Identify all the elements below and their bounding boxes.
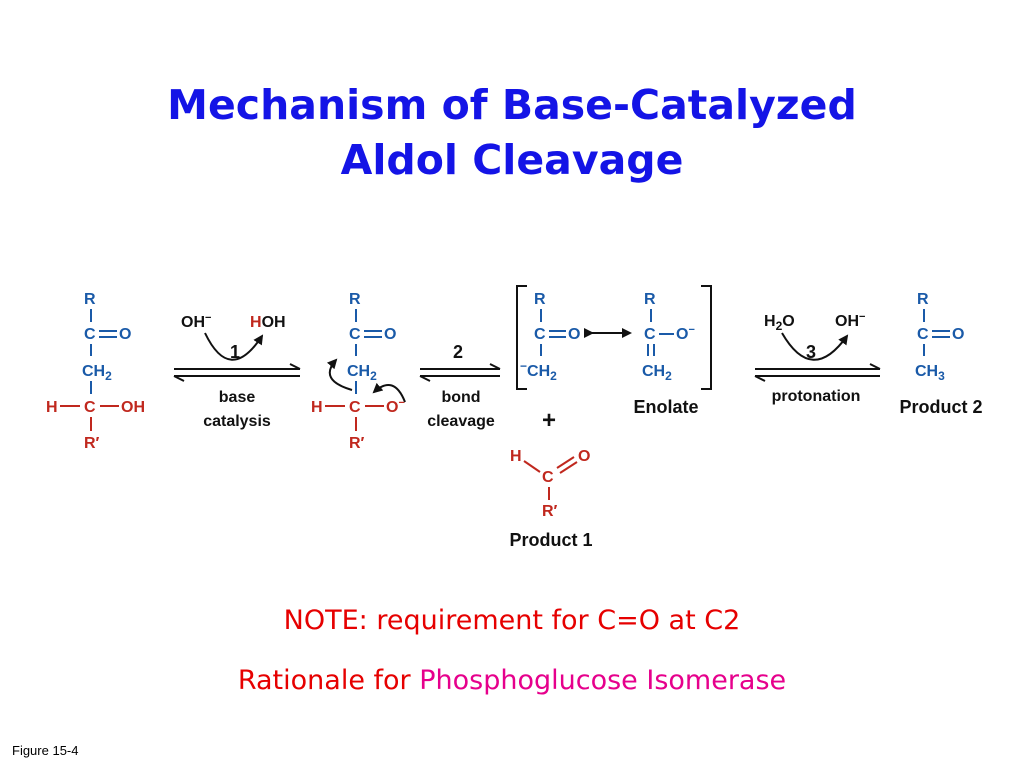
- group-ch2: CH2: [642, 363, 672, 383]
- note-line: NOTE: requirement for C=O at C2: [283, 605, 741, 636]
- atom-r: R: [644, 291, 656, 308]
- step-2-label-line-2: cleavage: [427, 413, 495, 430]
- atom-r-prime: R′: [542, 503, 558, 520]
- enzyme-name: Phosphoglucose Isomerase: [419, 665, 787, 696]
- atom-r: R: [349, 291, 361, 308]
- title-line-2: Aldol Cleavage: [340, 136, 684, 184]
- atom-o: O: [952, 326, 964, 343]
- atom-o-minus: O−: [676, 324, 695, 343]
- rationale-prefix: Rationale for: [237, 665, 420, 696]
- group-ch2-carbanion: −CH2: [520, 359, 557, 383]
- starting-aldol-molecule: R C O CH2 H C OH R′: [46, 291, 145, 452]
- atom-o: O: [384, 326, 396, 343]
- group-ch2: CH2: [82, 363, 112, 383]
- step-1-base-catalysis: OH− HOH 1 base catalysis: [173, 312, 301, 430]
- alkoxide-intermediate-molecule: R C O CH2 H C O− R′: [311, 291, 406, 452]
- title-line-1: Mechanism of Base-Catalyzed: [167, 81, 857, 129]
- slide-title: Mechanism of Base-Catalyzed Aldol Cleava…: [0, 78, 1024, 188]
- atom-h: H: [46, 399, 58, 416]
- step-2-number: 2: [453, 342, 463, 362]
- atom-c: C: [917, 326, 929, 343]
- rationale-line: Rationale for Phosphoglucose Isomerase: [0, 665, 1024, 696]
- atom-r: R: [917, 291, 929, 308]
- atom-c: C: [84, 326, 96, 343]
- step-3-label: protonation: [772, 388, 861, 405]
- product-water: HOH: [250, 314, 286, 331]
- figure-label: Figure 15-4: [12, 743, 79, 758]
- atom-r: R: [534, 291, 546, 308]
- aldol-cleavage-mechanism-diagram: R C O CH2 H C OH R′ OH− HOH 1 base catal…: [46, 285, 983, 550]
- atom-c: C: [349, 399, 361, 416]
- group-oh: OH: [121, 399, 145, 416]
- step-1-number: 1: [230, 342, 240, 362]
- electron-push-arrow: [372, 382, 406, 403]
- electron-push-arrow: [326, 358, 353, 391]
- enolate-label: Enolate: [633, 397, 698, 417]
- atom-r: R: [84, 291, 96, 308]
- atom-o: O: [568, 326, 580, 343]
- plus-sign: +: [542, 407, 556, 434]
- atom-h: H: [510, 448, 522, 465]
- step-3-number: 3: [806, 342, 816, 362]
- step-1-label-line-1: base: [219, 389, 256, 406]
- reagent-water: H2O: [764, 313, 795, 333]
- product-1-aldehyde: H C O R′ Product 1: [509, 448, 592, 550]
- step-1-label-line-2: catalysis: [203, 413, 271, 430]
- product-2-ketone: R C O CH3 Product 2: [899, 291, 982, 417]
- atom-h: H: [311, 399, 323, 416]
- atom-c: C: [644, 326, 656, 343]
- group-ch3: CH3: [915, 363, 945, 383]
- atom-r-prime: R′: [84, 435, 100, 452]
- product-2-label: Product 2: [899, 397, 982, 417]
- atom-o-minus: O−: [386, 397, 405, 416]
- atom-o: O: [578, 448, 590, 465]
- group-ch2: CH2: [347, 363, 377, 383]
- atom-o: O: [119, 326, 131, 343]
- atom-r-prime: R′: [349, 435, 365, 452]
- atom-c: C: [542, 469, 554, 486]
- step-3-protonation: H2O OH− 3 protonation: [754, 311, 881, 405]
- enolate-resonance-structures: R C O −CH2 R C O− CH2 Enolate: [516, 285, 712, 417]
- atom-c: C: [84, 399, 96, 416]
- step-2-label-line-1: bond: [441, 389, 480, 406]
- product-1-label: Product 1: [509, 530, 592, 550]
- atom-c: C: [349, 326, 361, 343]
- atom-c: C: [534, 326, 546, 343]
- step-2-bond-cleavage: 2 bond cleavage: [419, 342, 501, 430]
- product-hydroxide: OH−: [835, 311, 865, 330]
- reagent-hydroxide: OH−: [181, 312, 211, 331]
